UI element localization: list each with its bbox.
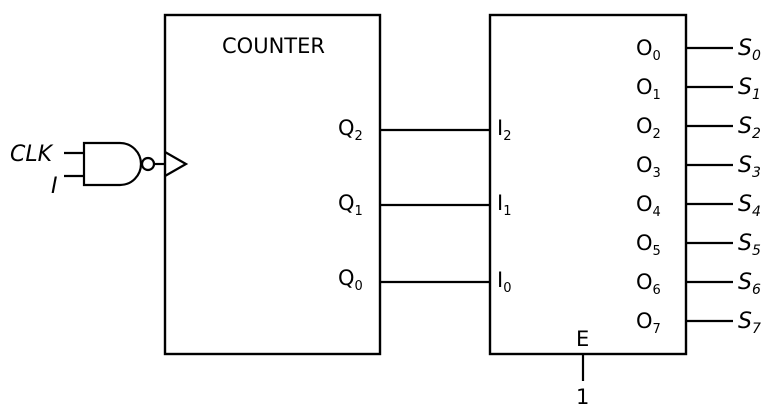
counter-output-q0: Q0 — [338, 266, 363, 294]
and-gate-output-bubble — [140, 156, 156, 172]
signal-s7: S7 — [738, 309, 761, 337]
decoder-output-o5: O5 — [636, 231, 661, 259]
counter-output-q1: Q1 — [338, 191, 363, 219]
i-label: I — [51, 174, 58, 199]
decoder-block — [488, 13, 688, 356]
svg-text:I1: I1 — [497, 191, 511, 219]
clock-input-triangle — [164, 151, 189, 177]
decoder-output-o6: O6 — [636, 270, 661, 298]
signal-s1: S1 — [738, 75, 761, 103]
decoder-output-o4: O4 — [636, 192, 661, 220]
and-gate — [82, 141, 143, 187]
decoder-output-o0: O0 — [636, 36, 661, 64]
signal-s0: S0 — [738, 36, 761, 64]
counter-title: COUNTER — [222, 34, 325, 58]
decoder-output-o1: O1 — [636, 75, 661, 103]
decoder-input-i0: I0 — [497, 268, 511, 296]
decoder-output-o2: O2 — [636, 114, 661, 142]
svg-text:Q2: Q2 — [338, 116, 363, 144]
enable-label: E — [576, 327, 589, 351]
decoder-input-i2: I2 — [497, 116, 511, 144]
svg-text:Q1: Q1 — [338, 191, 363, 219]
svg-text:I0: I0 — [497, 268, 511, 296]
decoder-output-o3: O3 — [636, 153, 661, 181]
svg-text:Q0: Q0 — [338, 266, 363, 294]
decoder-input-i1: I1 — [497, 191, 511, 219]
signal-s6: S6 — [738, 270, 761, 298]
signal-s2: S2 — [738, 114, 761, 142]
counter-output-q2: Q2 — [338, 116, 363, 144]
signal-s5: S5 — [738, 231, 761, 259]
clk-label: CLK — [10, 142, 54, 167]
decoder-output-o7: O7 — [636, 309, 661, 337]
enable-value: 1 — [576, 385, 589, 407]
signal-s4: S4 — [738, 192, 761, 220]
counter-block — [163, 13, 382, 356]
svg-text:I2: I2 — [497, 116, 511, 144]
signal-s3: S3 — [738, 153, 761, 181]
